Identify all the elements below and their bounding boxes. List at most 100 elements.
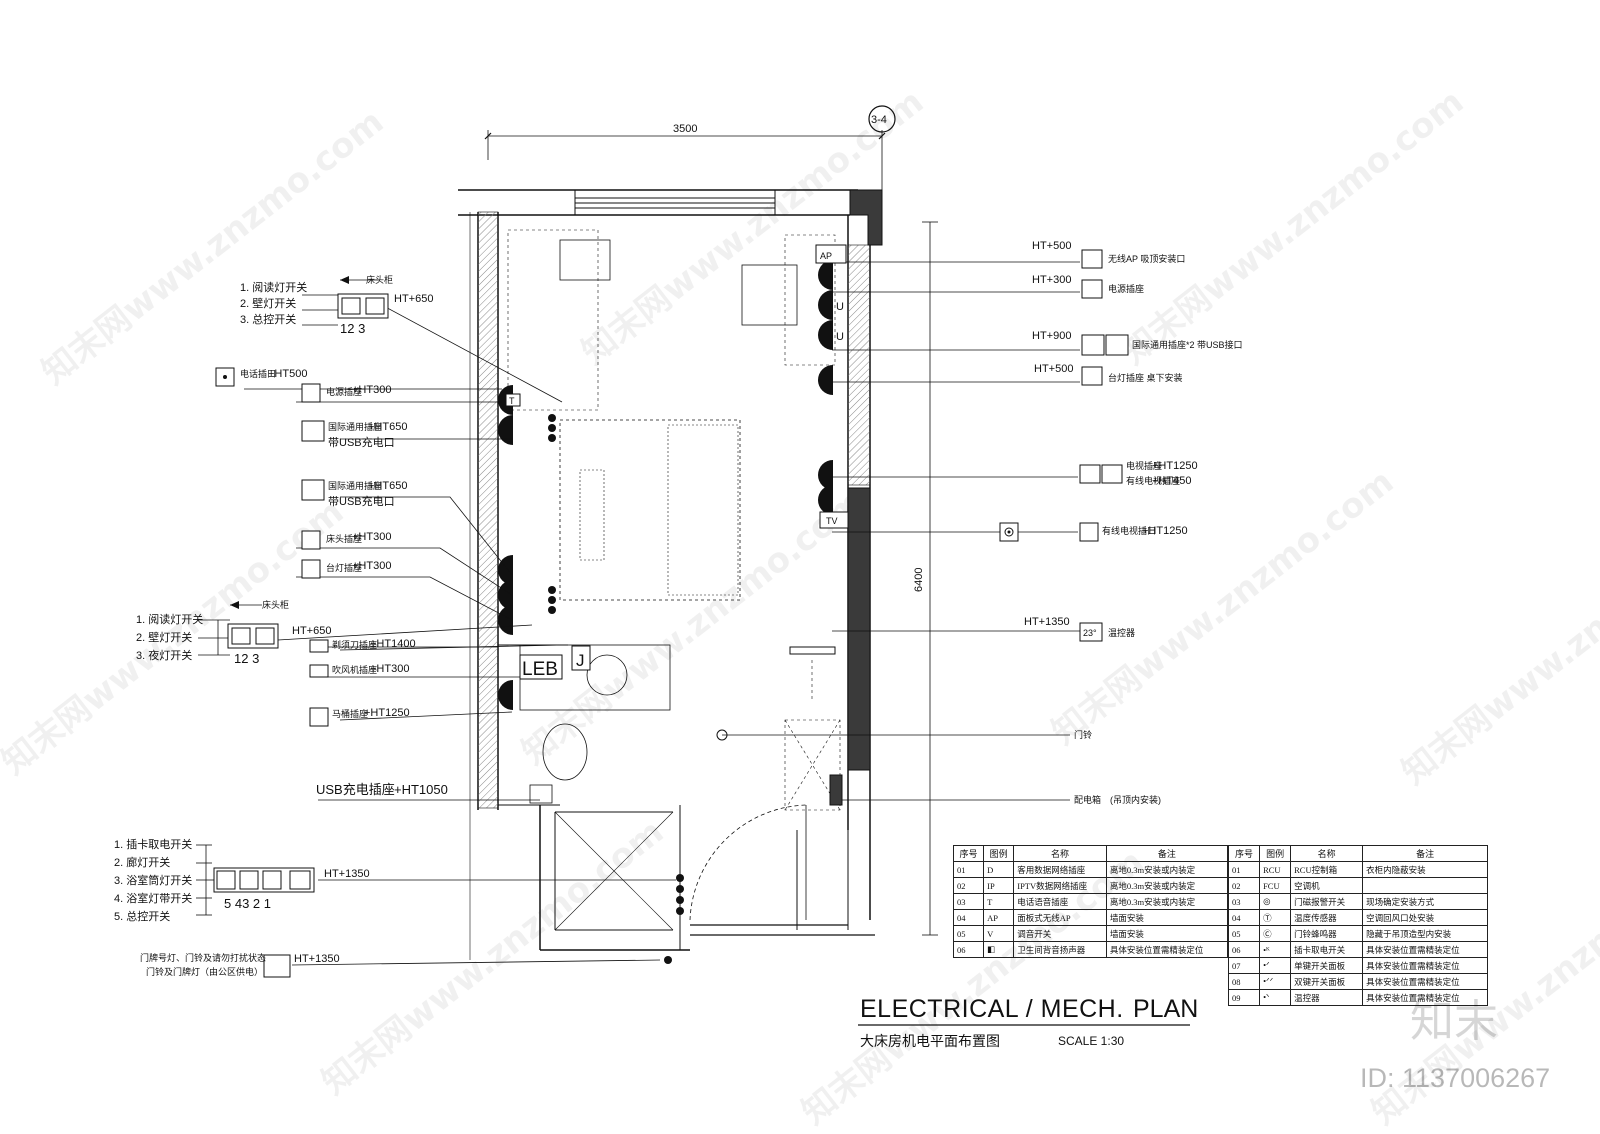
label-name: 有线电视插座 [1126,475,1180,486]
label-height: HT+300 [1032,274,1071,286]
legend-cell: 具体安装位置需精装定位 [1362,957,1488,974]
legend-cell: 01 [952,861,985,878]
legend-cell: 温控器 [1290,989,1364,1006]
legend-cell: 衣柜内隐蔽安装 [1362,861,1488,878]
legend-symbol: T [983,893,1015,910]
legend-symbol: Ⓣ [1259,909,1292,926]
switch-item: 1. 阅读灯开关 [136,612,203,626]
legend-cell: 单键开关面板 [1290,957,1364,974]
legend-cell: 卫生间背音扬声器 [1013,941,1107,958]
legend-cell: 09 [1227,989,1261,1006]
legend-symbol: •ᴷ [1259,941,1292,958]
legend-cell: RCU控制箱 [1290,861,1364,878]
label-height: +HT300 [370,663,409,675]
legend-header: 图例 [1259,845,1292,862]
legend-symbol: Ⓒ [1259,925,1292,942]
legend-cell: 02 [952,877,985,894]
legend-cell: 电话语音插座 [1013,893,1107,910]
doorbell-line: 门铃及门牌灯（由公区供电） [146,966,263,977]
legend-symbol: FCU [1259,877,1292,894]
label-height: +HT1250 [1152,460,1198,472]
usb-height: +HT1050 [394,782,448,797]
tag-u1: U [836,301,844,313]
switch-height: HT+650 [394,293,433,305]
label-name: 电源插座 [1108,283,1144,294]
legend-symbol: •ᐟ [1259,957,1292,974]
legend-symbol: •ᐟᐟ [1259,973,1292,990]
legend-cell: 离地0.3m安装或内装定 [1105,877,1229,894]
legend-symbol: V [983,925,1015,942]
doorbell-height: HT+1350 [294,953,340,965]
label-name: 国际通用插座 [328,480,382,491]
switch-item: 3. 夜灯开关 [136,648,192,662]
arrow-note: 床头柜 [366,274,393,285]
label-height: +HT1400 [370,638,416,650]
legend-cell: 插卡取电开关 [1290,941,1364,958]
legend-header: 备注 [1105,845,1229,862]
label-height: +HT300 [352,560,391,572]
label-name: 国际通用插座 [328,421,382,432]
legend-symbol: •ᐠ [1259,989,1292,1006]
tag-ap: AP [820,251,832,261]
legend-cell: 离地0.3m安装或内装定 [1105,893,1229,910]
switch-item: 2. 壁灯开关 [240,296,296,310]
switch-item: 5. 总控开关 [114,909,170,923]
plan-title-word: PLAN [1133,995,1199,1023]
label-name: 电话插口 [240,368,276,379]
legend-cell: 面板式无线AP [1013,909,1107,926]
label-note: (吊顶内安装) [1110,794,1161,805]
label-name: 门铃 [1074,729,1092,740]
legend-cell: 05 [952,925,985,942]
legend-symbol: IP [983,877,1015,894]
legend-cell: 04 [952,909,985,926]
switch-item: 1. 阅读灯开关 [240,280,307,294]
switch-numbers: 12 3 [234,651,259,666]
switch-item: 1. 插卡取电开关 [114,837,192,851]
label-height: +HT500 [268,368,307,380]
label-name: 温控器 [1108,627,1135,638]
switch-item: 3. 浴室筒灯开关 [114,873,192,887]
label-height: HT+500 [1032,240,1071,252]
label-name: 无线AP 吸顶安装口 [1108,253,1185,264]
label-name: 马桶插座 [332,708,368,719]
label-height: HT+500 [1034,363,1073,375]
legend-cell: 门磁报警开关 [1290,893,1364,910]
legend-cell: 05 [1227,925,1261,942]
switch-height: HT+650 [292,625,331,637]
label-note: 带USB充电口 [328,435,395,449]
brand-watermark: 知末 [1410,997,1498,1046]
tag-u2: U [836,331,844,343]
plan-scale: SCALE 1:30 [1058,1034,1125,1048]
label-name: 配电箱 [1074,794,1101,805]
label-height: +HT450 [1152,475,1191,487]
label-name: 国际通用插座*2 带USB接口 [1132,339,1243,350]
label-height: HT+900 [1032,330,1071,342]
label-height: +HT300 [352,531,391,543]
label-name: 电视插座 [1126,460,1162,471]
dim-height: 6400 [913,568,925,592]
switch-item: 2. 廊灯开关 [114,855,170,869]
label-note: 带USB充电口 [328,494,395,508]
grid-tag: 3-4 [871,114,887,126]
doorbell-line: 门牌号灯、门铃及请勿打扰状态 [140,952,266,963]
label-height: HT+1350 [1024,616,1070,628]
dim-width: 3500 [673,123,697,135]
legend-symbol: RCU [1259,861,1292,878]
legend-cell: 墙面安装 [1105,925,1229,942]
legend-symbol: D [983,861,1015,878]
legend-header: 名称 [1013,845,1107,862]
arrow-note: 床头柜 [262,599,289,610]
label-name: 电源插座 [326,386,362,397]
switch-numbers: 5 43 2 1 [224,896,271,911]
legend-cell: 空调机 [1290,877,1364,894]
legend-cell: 03 [1227,893,1261,910]
legend-cell: 门铃蜂鸣器 [1290,925,1364,942]
label-name: 有线电视插口 [1102,525,1156,536]
legend-cell: 双键开关面板 [1290,973,1364,990]
legend-cell: 06 [952,941,985,958]
label-name: 台灯插座 桌下安装 [1108,372,1183,383]
legend-symbol: AP [983,909,1015,926]
plan-subtitle: 大床房机电平面布置图 [860,1035,1000,1050]
label-height: +HT1250 [1142,525,1188,537]
